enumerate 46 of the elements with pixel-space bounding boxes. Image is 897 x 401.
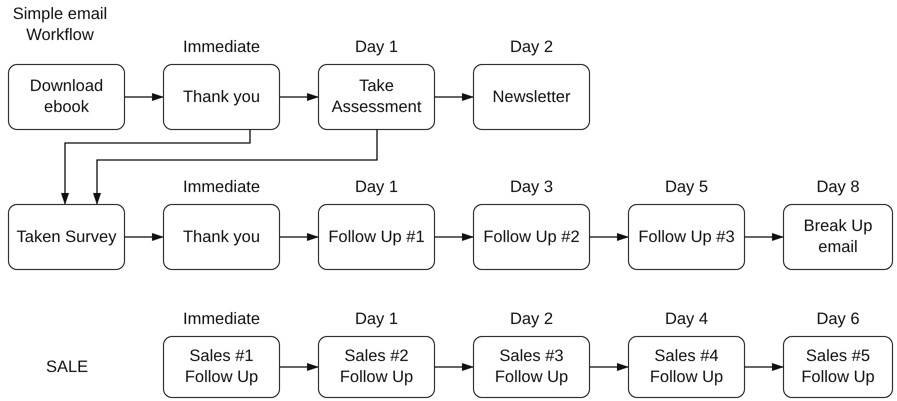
timing-label: Day 2 [508, 309, 554, 330]
arrow [590, 233, 629, 241]
box-label: Download ebook [28, 76, 104, 118]
arrow [435, 233, 474, 241]
arrow [280, 363, 319, 371]
timing-label: Day 6 [815, 309, 861, 330]
arrow [435, 93, 474, 101]
row-label: SALE [46, 358, 88, 377]
box-label: Follow Up #2 [483, 226, 580, 248]
box-label: Sales #1 Follow Up [184, 346, 260, 388]
box-label: Thank you [182, 86, 260, 108]
box-label: Newsletter [492, 86, 570, 108]
timing-label: Day 2 [508, 37, 554, 58]
timing-label: Day 1 [354, 309, 400, 330]
arrow [280, 93, 319, 101]
timing-label: Day 1 [354, 37, 400, 58]
arrow [125, 93, 164, 101]
process-box [8, 204, 125, 270]
process-box [8, 64, 125, 130]
box-label: Taken Survey [16, 226, 116, 248]
arrow [93, 130, 378, 205]
timing-label: Day 5 [664, 177, 710, 198]
arrow [590, 363, 629, 371]
timing-label: Day 3 [508, 177, 554, 198]
timing-label: Immediate [182, 37, 262, 58]
arrow [280, 233, 319, 241]
arrow [61, 130, 251, 205]
box-label: Sales #5 Follow Up [800, 346, 876, 388]
box-label: Follow Up #3 [638, 226, 735, 248]
timing-label: Immediate [182, 309, 262, 330]
arrow [435, 363, 474, 371]
diagram-title: Simple email Workflow [12, 4, 108, 46]
box-label: Sales #4 Follow Up [648, 346, 724, 388]
timing-label: Day 1 [354, 177, 400, 198]
box-label: Sales #3 Follow Up [494, 346, 570, 388]
box-label: Follow Up #1 [328, 226, 425, 248]
box-label: Sales #2 Follow Up [338, 346, 414, 388]
arrow [125, 233, 164, 241]
timing-label: Day 4 [664, 309, 710, 330]
box-label: Break Up email [802, 216, 874, 258]
timing-label: Immediate [182, 177, 262, 198]
timing-label: Day 8 [815, 177, 861, 198]
arrow [745, 233, 784, 241]
arrow [745, 363, 784, 371]
box-label: Thank you [182, 226, 260, 248]
box-label: Take Assessment [330, 76, 422, 118]
